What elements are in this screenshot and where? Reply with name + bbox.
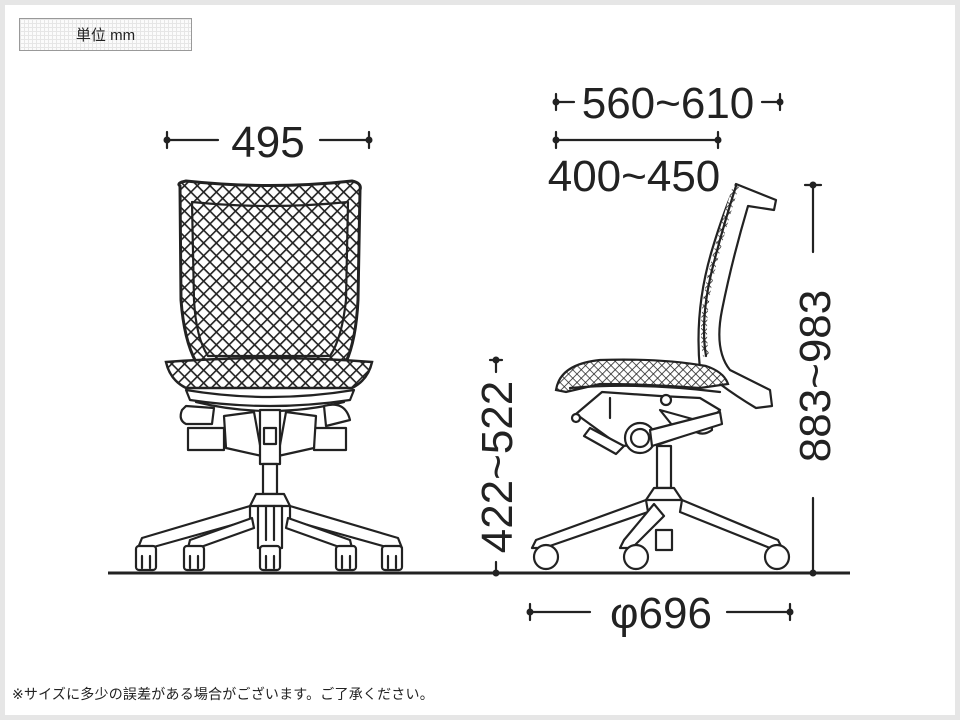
chair-front-view — [134, 179, 404, 572]
dim-side-seat-depth: 400~450 — [548, 130, 722, 201]
side-overall-depth-label: 560~610 — [582, 79, 755, 128]
seat-shell — [554, 358, 730, 394]
seat-mesh — [164, 356, 374, 390]
side-seat-depth-label: 400~450 — [548, 152, 721, 201]
diagram-canvas — [5, 5, 955, 715]
dim-front-width: 495 — [163, 118, 373, 167]
seat-height-label: 422~522 — [473, 381, 522, 554]
front-casters — [134, 544, 404, 572]
front-width-label: 495 — [231, 118, 304, 167]
dim-base-diameter: φ696 — [526, 589, 794, 638]
base-diameter-label: φ696 — [610, 589, 712, 638]
disclaimer-note: ※サイズに多少の誤差がある場合がございます。ご了承ください。 — [12, 686, 434, 702]
backrest-mesh — [177, 179, 362, 364]
dim-seat-height: 422~522 — [473, 356, 522, 577]
dim-side-overall-depth: 560~610 — [552, 79, 784, 128]
dim-overall-height: 883~983 — [791, 181, 840, 577]
overall-height-label: 883~983 — [791, 290, 840, 463]
unit-label: 単位 mm — [75, 27, 136, 44]
unit-badge: 単位 mm — [19, 18, 192, 51]
chair-side-view — [530, 182, 791, 571]
